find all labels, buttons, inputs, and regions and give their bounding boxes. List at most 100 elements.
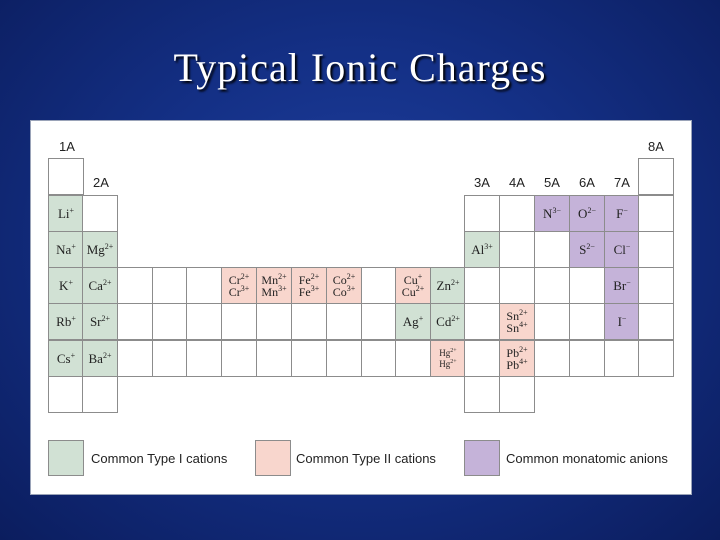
ion-symbol: Pb bbox=[506, 345, 520, 360]
group-label-4a: 4A bbox=[509, 175, 525, 190]
slide-title: Typical Ionic Charges bbox=[173, 45, 547, 90]
ion-cell-mn: Mn2+Mn3+ bbox=[256, 267, 292, 304]
ion-charge: + bbox=[418, 314, 424, 323]
ion-cell-n: N3− bbox=[534, 195, 570, 232]
ion-cell-br: Br− bbox=[604, 267, 640, 304]
ion-co-1: Co2+ bbox=[332, 272, 356, 287]
empty-cell bbox=[48, 376, 84, 413]
ion-charge: − bbox=[623, 206, 628, 215]
ion-f-1: F− bbox=[616, 206, 628, 221]
ion-symbol: Hg bbox=[439, 347, 451, 358]
ion-na-1: Na+ bbox=[56, 242, 76, 257]
empty-cell bbox=[48, 158, 84, 195]
ion-n-1: N3− bbox=[543, 206, 561, 221]
ion-sn-2: Sn4+ bbox=[506, 319, 528, 334]
ion-symbol: I bbox=[617, 314, 622, 329]
empty-cell bbox=[638, 195, 674, 232]
ion-cell-ba: Ba2+ bbox=[82, 340, 118, 377]
ion-cell-o: O2− bbox=[569, 195, 605, 232]
ion-cell-zn: Zn2+ bbox=[430, 267, 466, 304]
ion-charge: 2+ bbox=[519, 344, 528, 354]
ion-symbol: Br bbox=[613, 278, 627, 293]
empty-cell bbox=[361, 303, 397, 340]
empty-cell bbox=[499, 231, 535, 268]
empty-cell bbox=[638, 267, 674, 304]
ion-cell-co: Co2+Co3+ bbox=[326, 267, 362, 304]
ion-symbol: Na bbox=[56, 242, 72, 257]
ion-cr-2: Cr3+ bbox=[229, 284, 250, 298]
ion-charge: 2− bbox=[587, 206, 596, 215]
ion-charge: + bbox=[68, 278, 73, 287]
group-label-5a: 5A bbox=[544, 175, 560, 190]
ion-cell-sn: Sn2+Sn4+ bbox=[499, 303, 535, 340]
empty-cell bbox=[117, 340, 153, 377]
ion-cell-ag: Ag+ bbox=[395, 303, 431, 340]
ion-cell-mg: Mg2+ bbox=[82, 231, 118, 268]
ion-cell-fe: Fe2+Fe3+ bbox=[291, 267, 327, 304]
ion-charge: 2+ bbox=[102, 278, 112, 287]
empty-cell bbox=[256, 340, 292, 377]
ion-symbol: Sn bbox=[506, 308, 520, 323]
ion-sn-1: Sn2+ bbox=[506, 308, 527, 323]
ion-pb-2: Pb4+ bbox=[506, 356, 528, 371]
periodic-table-grid: Li+N3−O2−F−Na+Mg2+Al3+S2−Cl−K+Ca2+Cr2+Cr… bbox=[31, 121, 691, 494]
ion-symbol: Hg bbox=[439, 358, 451, 369]
ion-symbol: Fe bbox=[298, 272, 311, 287]
empty-cell bbox=[604, 340, 640, 377]
ion-ca-1: Ca2+ bbox=[88, 278, 112, 293]
ion-symbol: S bbox=[579, 242, 587, 257]
ion-cell-na: Na+ bbox=[48, 231, 84, 268]
empty-cell bbox=[464, 340, 500, 377]
ion-cu-1: Cu+ bbox=[404, 271, 423, 286]
empty-cell bbox=[361, 340, 397, 377]
ion-symbol: K bbox=[59, 278, 69, 293]
empty-cell bbox=[638, 340, 674, 377]
ion-charge: 3− bbox=[552, 206, 561, 215]
ion-charge: 4+ bbox=[519, 319, 528, 329]
periodic-table-panel: Li+N3−O2−F−Na+Mg2+Al3+S2−Cl−K+Ca2+Cr2+Cr… bbox=[30, 120, 692, 495]
ion-cell-cu: Cu+Cu2+ bbox=[395, 267, 431, 304]
ion-charge: 2+ bbox=[450, 278, 460, 287]
ion-cell-k: K+ bbox=[48, 267, 84, 304]
empty-cell bbox=[464, 195, 500, 232]
legend-swatch-anions bbox=[464, 440, 500, 476]
ion-symbol: Fe bbox=[298, 284, 311, 299]
ion-charge: 4+ bbox=[519, 356, 528, 366]
ion-cell-cr: Cr2+Cr3+ bbox=[221, 267, 257, 304]
ion-zn-1: Zn2+ bbox=[437, 278, 460, 293]
ion-al-1: Al3+ bbox=[471, 243, 493, 257]
ion-cu-2: Cu2+ bbox=[401, 284, 425, 299]
legend-swatch-type2 bbox=[255, 440, 291, 476]
ion-symbol: Co bbox=[332, 272, 347, 287]
empty-cell bbox=[152, 267, 188, 304]
empty-cell bbox=[326, 303, 362, 340]
empty-cell bbox=[186, 340, 222, 377]
ion-charge: + bbox=[71, 242, 76, 251]
empty-cell bbox=[534, 340, 570, 377]
ion-symbol: Rb bbox=[56, 314, 72, 329]
ion-cell-pb: Pb2+Pb4+ bbox=[499, 340, 535, 377]
ion-symbol: Cr bbox=[228, 272, 241, 287]
ion-symbol: Sr bbox=[89, 314, 102, 329]
empty-cell bbox=[117, 267, 153, 304]
empty-cell bbox=[534, 303, 570, 340]
group-label-6a: 6A bbox=[579, 175, 595, 190]
empty-cell bbox=[152, 303, 188, 340]
ion-co-2: Co3+ bbox=[332, 284, 356, 299]
group-label-1a: 1A bbox=[59, 139, 75, 154]
ion-sr-1: Sr2+ bbox=[89, 314, 110, 329]
ion-symbol: Ca bbox=[88, 278, 103, 293]
ion-symbol: N bbox=[543, 206, 553, 221]
ion-cell-li: Li+ bbox=[48, 195, 84, 232]
ion-ag-1: Ag+ bbox=[403, 314, 424, 329]
ion-charge: + bbox=[417, 271, 423, 281]
ion-symbol: Co bbox=[332, 284, 347, 299]
ion-pb-1: Pb2+ bbox=[506, 344, 528, 360]
ion-symbol: Cu bbox=[401, 284, 416, 299]
legend-swatch-type1 bbox=[48, 440, 84, 476]
empty-cell bbox=[221, 303, 257, 340]
empty-cell bbox=[499, 267, 535, 304]
ion-cell-ca: Ca2+ bbox=[82, 267, 118, 304]
ion-fe-2: Fe3+ bbox=[298, 284, 320, 299]
ion-cell-al: Al3+ bbox=[464, 231, 500, 268]
